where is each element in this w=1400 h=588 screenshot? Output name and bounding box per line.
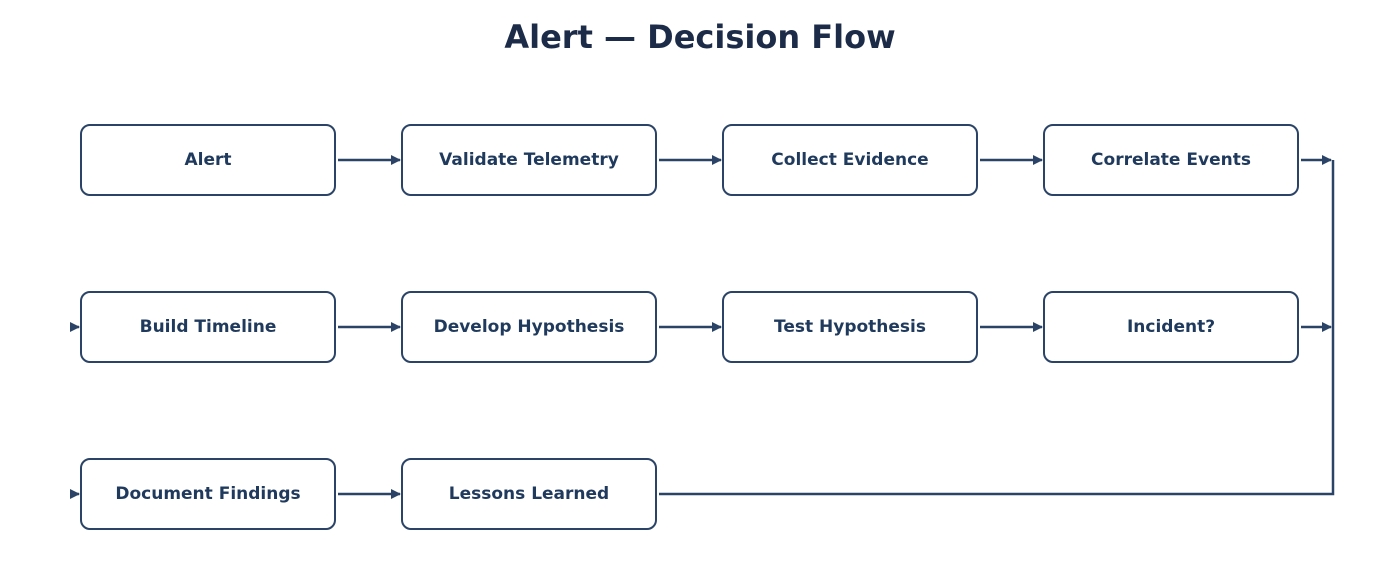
node-validate-telemetry[interactable]: Validate Telemetry	[401, 124, 657, 196]
node-build-timeline[interactable]: Build Timeline	[80, 291, 336, 363]
diagram-title: Alert — Decision Flow	[504, 18, 896, 56]
node-document-findings[interactable]: Document Findings	[80, 458, 336, 530]
node-develop-hypothesis[interactable]: Develop Hypothesis	[401, 291, 657, 363]
node-alert[interactable]: Alert	[80, 124, 336, 196]
node-correlate-events[interactable]: Correlate Events	[1043, 124, 1299, 196]
node-test-hypothesis[interactable]: Test Hypothesis	[722, 291, 978, 363]
node-incident-decision[interactable]: Incident?	[1043, 291, 1299, 363]
node-collect-evidence[interactable]: Collect Evidence	[722, 124, 978, 196]
return-connector-line	[659, 160, 1335, 496]
node-lessons-learned[interactable]: Lessons Learned	[401, 458, 657, 530]
